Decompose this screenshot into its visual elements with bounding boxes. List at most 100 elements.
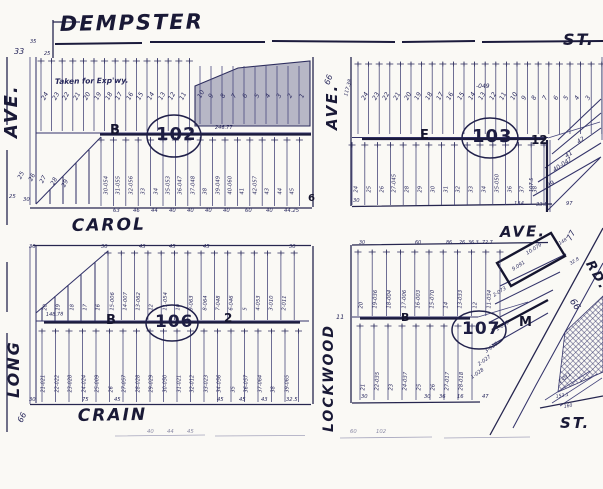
block-106-number: 106 (155, 312, 194, 332)
lot-label: 5 (241, 307, 249, 311)
lot-label: 134 (514, 201, 524, 207)
block-107-letter: B (401, 311, 410, 324)
lot-label: 29 (417, 185, 424, 193)
b103-top-lotlines (357, 62, 603, 134)
lot-label: 30-054 (103, 175, 110, 195)
lot-label: 30 (29, 397, 36, 403)
lot-label: 15-070 (429, 289, 437, 309)
lot-label: 4-053 (255, 295, 262, 311)
street-dempster-label: DEMPSTER (59, 9, 205, 36)
lot-label: 72.7 (482, 241, 493, 246)
b102-bottom-ticks (97, 137, 303, 143)
lot-label: 28 (404, 185, 411, 193)
lot-label: 26 (430, 383, 437, 391)
lot-label: 45 (203, 244, 210, 250)
crain-south-dashes (114, 434, 531, 439)
lot-label: 28-028 (135, 374, 142, 393)
lot-label: 22-022 (54, 374, 61, 393)
lot-label: 7-048 (215, 295, 222, 311)
lot-label: 19-036 (372, 289, 380, 309)
block-102-ellipse (146, 114, 202, 158)
lot-label: 30-050 (162, 374, 169, 393)
lot-label: 35 (230, 386, 237, 393)
lot-label: 25 (416, 383, 423, 391)
lot-label: 24 (353, 185, 360, 193)
b106-bottom-lotlines (41, 329, 299, 402)
lot-label: 86 (446, 241, 453, 246)
lot-label: 22-035 (374, 371, 382, 391)
lot-label: 60 (245, 208, 252, 214)
lot-label: 26 (108, 386, 115, 393)
lot-label: 37-048 (190, 175, 197, 195)
lot-label: 40 (187, 208, 194, 214)
lot-label: 44 (151, 208, 158, 214)
b107-bottom-ticks (356, 323, 476, 329)
lot-label: 30 (101, 244, 108, 250)
b102-alley-dim: 246.77 (215, 125, 233, 131)
b106-bottom-ticks (38, 328, 302, 334)
block-102-east-mark: 6 (308, 193, 315, 204)
block-102-number: 102 (156, 124, 197, 145)
se-hatched-parcels (557, 295, 603, 393)
lot-label: 40 (266, 208, 273, 214)
lot-label: 34-056 (216, 374, 223, 393)
lot-label: 16-003 (415, 289, 422, 309)
lot-label: 17 (82, 303, 89, 311)
street-dempster-suffix: ST. (563, 30, 595, 49)
lot-label: 16 (457, 394, 464, 400)
lot-label: 33 (140, 187, 147, 195)
street-carol-suffix: AVE. (499, 222, 547, 241)
lot-label: 27-057 (121, 374, 128, 393)
lot-label: 40-060 (227, 175, 234, 195)
lot-label: 28-018 (458, 371, 466, 391)
lot-label: 24-024 (81, 374, 88, 393)
alley-lines (44, 133, 549, 324)
lot-label: 47 (482, 394, 489, 400)
expressway-note: Taken for Exp'wy. (54, 75, 129, 86)
lot-label: 39-065 (284, 374, 291, 393)
lot-label: 2-011 (281, 295, 289, 311)
lot-label: 23 (388, 383, 395, 391)
lot-label: 34 (152, 187, 159, 195)
lot-label: 30 (430, 185, 437, 193)
lot-label: 15-006 (108, 292, 116, 311)
b102-bottom-lotlines (100, 137, 300, 206)
lot-label: 45 (169, 244, 176, 250)
lot-label: 97 (566, 201, 573, 207)
lot-label: 30 (424, 394, 431, 400)
lot-label: 37-064 (257, 374, 264, 393)
lot-label: 46 (133, 208, 140, 214)
lot-label: 43 (139, 244, 146, 250)
block-102-letter: B (110, 123, 120, 138)
lot-label: 45 (187, 429, 194, 435)
lot-label: 30 (353, 198, 360, 204)
block-lines (35, 57, 603, 429)
block-106-east-mark: 2 (224, 311, 233, 325)
b103-ticks (354, 61, 603, 67)
lot-label: 33-023 (203, 374, 210, 393)
lot-label: 33 (468, 185, 475, 193)
lot-label: 35-050 (494, 173, 501, 193)
lot-label: 40 (205, 208, 212, 214)
lot-label: 40 (169, 208, 176, 214)
lot-label: 30 (359, 241, 366, 246)
lot-label: 19 (55, 303, 62, 311)
block-106-letter: B (106, 313, 116, 328)
street-long-label: LONG (4, 340, 23, 398)
b107-top-lotlines (357, 250, 501, 316)
lot-label: 40 (147, 429, 154, 435)
lot-label: 30 (29, 244, 36, 250)
lot-label: 25 (366, 185, 373, 193)
b107-bottom-lotlines (359, 324, 473, 400)
street-edges (6, 20, 603, 436)
bold-parcel-outline (491, 231, 567, 332)
lot-label: 10 (175, 303, 182, 311)
street-crain-suffix: ST. (560, 414, 591, 432)
lot-label: 36-057 (243, 374, 250, 393)
lot-label: 25 (9, 194, 16, 200)
lot-label: 8-064 (201, 295, 209, 311)
lot-label: 30 (289, 244, 296, 250)
lot-label: 30 (23, 197, 30, 203)
street-lockwood-label: LOCKWOOD (321, 324, 337, 432)
